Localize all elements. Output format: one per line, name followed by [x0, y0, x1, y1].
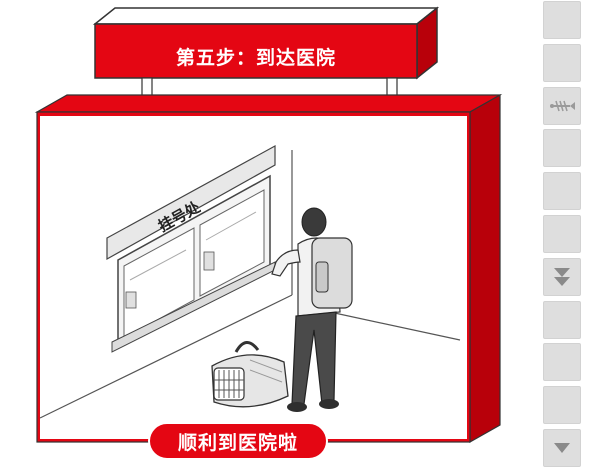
nav-button-8[interactable]: [543, 300, 581, 339]
illustration: 挂号处 第五步：到达医院 顺利到医院啦: [34, 6, 503, 460]
frame-side: [469, 93, 501, 444]
floor-line-right: [329, 311, 461, 341]
fishbone-icon: [549, 98, 575, 114]
nav-button-11[interactable]: [543, 429, 581, 467]
pet-carrier: [211, 341, 289, 408]
frame-top: [34, 94, 503, 113]
caption-badge: 顺利到医院啦: [148, 422, 328, 460]
double-down-arrow-icon: [553, 266, 571, 288]
nav-button-6[interactable]: [543, 215, 581, 253]
counter-item: [125, 291, 137, 309]
step-title: 第五步：到达医院: [175, 46, 336, 69]
glass-reflection: [129, 249, 187, 281]
counter-item: [203, 251, 215, 271]
floor-line-left: [39, 294, 293, 419]
hospital-scene: 挂号处: [34, 6, 503, 444]
nav-button-9[interactable]: [543, 343, 581, 382]
nav-button-4[interactable]: [543, 129, 581, 168]
window-sign-board: [106, 144, 276, 261]
down-arrow-icon: [553, 441, 571, 455]
nav-button-2[interactable]: [543, 43, 581, 82]
glass-reflection: [205, 211, 257, 241]
nav-button-10[interactable]: [543, 386, 581, 425]
nav-button-1[interactable]: [543, 1, 581, 39]
nav-button-3[interactable]: [543, 86, 581, 125]
nav-button-5[interactable]: [543, 172, 581, 211]
sign-front: [94, 23, 418, 79]
sign-top: [92, 7, 440, 25]
person: [271, 207, 353, 412]
nav-button-7[interactable]: [543, 257, 581, 296]
side-navigation: [543, 0, 581, 470]
